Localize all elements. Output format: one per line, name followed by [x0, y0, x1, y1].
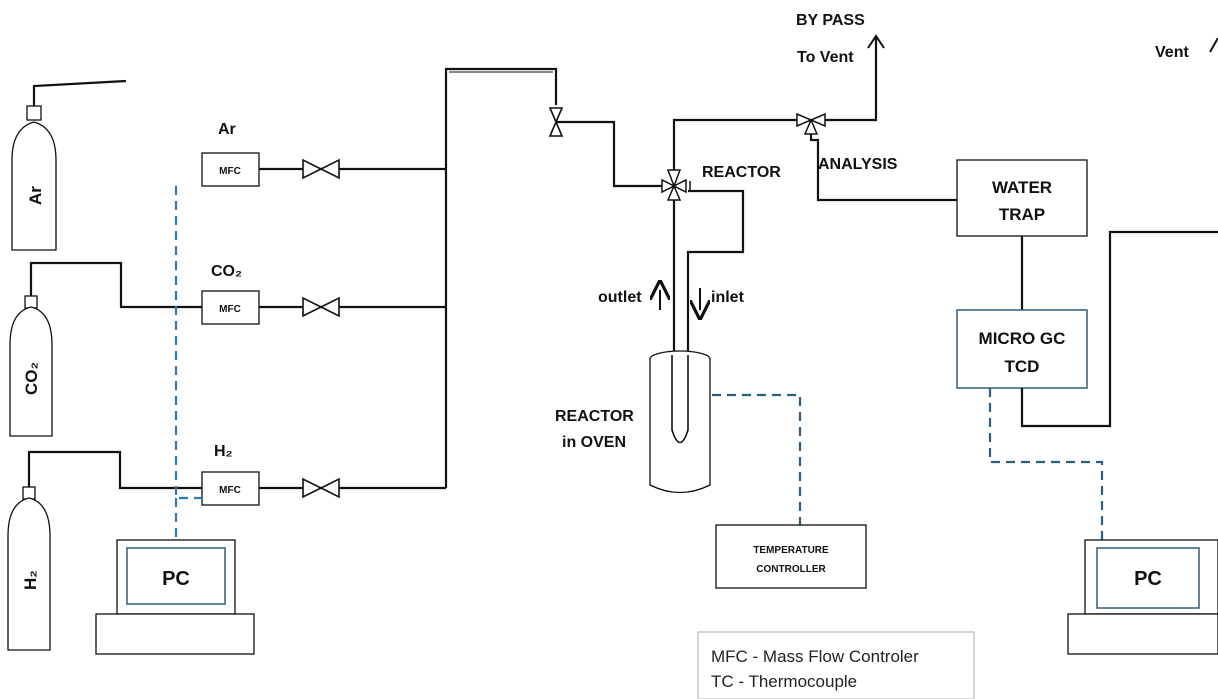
cylinder-co2-label: CO₂ [22, 362, 41, 395]
tc-signal [712, 393, 802, 525]
valve-4way [661, 169, 691, 201]
temp-controller-label-1: TEMPERATURE [753, 545, 829, 556]
h2-cylinder-pipe [27, 450, 202, 490]
reactor-inlet-tube [686, 189, 745, 370]
analysis-line [809, 134, 957, 202]
micro-gc-label-1: MICRO GC [979, 329, 1066, 348]
mfc-h2-gas-label: H₂ [214, 443, 233, 460]
bypass-vent-line [825, 38, 878, 122]
cylinder-h2-label: H₂ [21, 570, 40, 590]
valve-bypass [796, 112, 826, 135]
reactor-oven [649, 350, 711, 494]
micro-gc-label-2: TCD [1005, 357, 1040, 376]
inlet-label: inlet [711, 289, 745, 306]
mfc-co2-gas-label: CO₂ [211, 263, 242, 280]
cylinder-co2: CO₂ [9, 295, 53, 437]
vent-label: Vent [1155, 44, 1189, 61]
pc-right [1067, 539, 1218, 655]
manifold-pipe [444, 67, 558, 488]
analysis-label: ANALYSIS [818, 156, 898, 173]
reactor-oven-label-2: in OVEN [562, 434, 626, 451]
valve-co2 [302, 296, 340, 318]
pc-left-label: PC [162, 568, 190, 590]
gc-vent-line [1020, 230, 1218, 428]
cylinder-h2: H₂ [7, 486, 51, 651]
ar-cylinder-pipe [32, 79, 127, 106]
pc-left [95, 539, 255, 655]
reactor-exit-line [672, 118, 800, 170]
gc-signal [988, 388, 1104, 540]
to-vent-label: To Vent [797, 49, 854, 66]
svg-text:MFC: MFC [219, 304, 241, 315]
valve-h2 [302, 477, 340, 499]
temp-controller-label-2: CONTROLLER [756, 564, 826, 575]
cylinder-ar-label: Ar [26, 186, 45, 205]
pc-right-label: PC [1134, 568, 1162, 590]
temp-controller-box [715, 524, 867, 589]
legend-box [697, 631, 975, 699]
water-trap-label-2: TRAP [999, 205, 1045, 224]
micro-gc-box [956, 309, 1088, 389]
svg-text:MFC: MFC [219, 166, 241, 177]
cylinder-ar: Ar [11, 105, 57, 251]
outlet-label: outlet [598, 289, 642, 306]
water-trap-box [956, 159, 1088, 237]
valve-ar [302, 158, 340, 180]
mfc-co2: CO₂ MFC [201, 263, 260, 325]
mfc-h2: H₂ MFC [201, 443, 260, 506]
legend-line-1: MFC - Mass Flow Controler [711, 647, 919, 666]
water-trap-label-1: WATER [992, 178, 1052, 197]
mfc-ar-gas-label: Ar [218, 121, 236, 138]
pc-mfc-signal [174, 186, 202, 500]
reactor-label: REACTOR [702, 164, 781, 181]
legend-line-2: TC - Thermocouple [711, 672, 857, 691]
feed-to-4way [556, 120, 670, 188]
reactor-oven-label-1: REACTOR [555, 408, 634, 425]
mfc-ar: Ar MFC [201, 121, 260, 187]
svg-text:MFC: MFC [219, 485, 241, 496]
by-pass-label: BY PASS [796, 12, 865, 29]
co2-cylinder-pipe [29, 261, 202, 309]
